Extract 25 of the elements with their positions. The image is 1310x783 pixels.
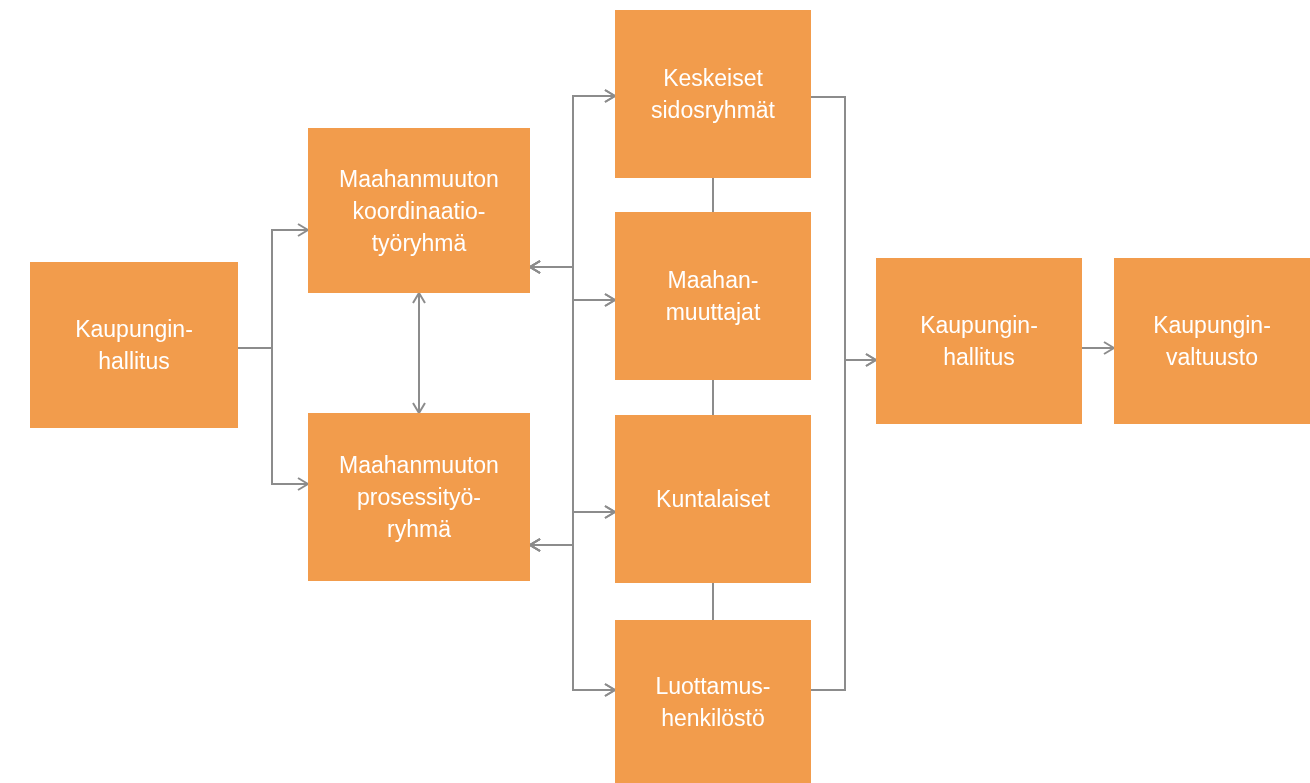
- box-label: Kuntalaiset: [655, 485, 771, 514]
- process-box: [876, 258, 1082, 424]
- box-label: Maahan- muuttajat: [664, 266, 762, 327]
- box-label: Kaupungin- hallitus: [919, 311, 1039, 372]
- box-label: Kaupungin- valtuusto: [1152, 311, 1272, 372]
- process-box: [1114, 258, 1310, 424]
- arrow: [412, 292, 426, 414]
- process-box: [615, 212, 811, 380]
- process-box: [615, 415, 811, 583]
- arrow: [810, 353, 877, 691]
- process-box: [615, 620, 811, 783]
- connector-line: [712, 582, 714, 621]
- box-label: Maahanmuuton prosessityö- ryhmä: [338, 451, 500, 544]
- process-box: [615, 10, 811, 178]
- arrow: [237, 347, 309, 491]
- box-label: Keskeiset sidosryhmät: [650, 64, 776, 125]
- box-label: Maahanmuuton koordinaatio- työryhmä: [338, 164, 500, 258]
- connector-line: [712, 379, 714, 416]
- process-box: [30, 262, 238, 428]
- box-label: Luottamus- henkilöstö: [654, 671, 772, 733]
- box-label: Kaupungin- hallitus: [74, 315, 194, 376]
- arrow: [1081, 341, 1115, 355]
- connector-line: [712, 177, 714, 213]
- process-box: [308, 128, 530, 293]
- process-box: [308, 413, 530, 581]
